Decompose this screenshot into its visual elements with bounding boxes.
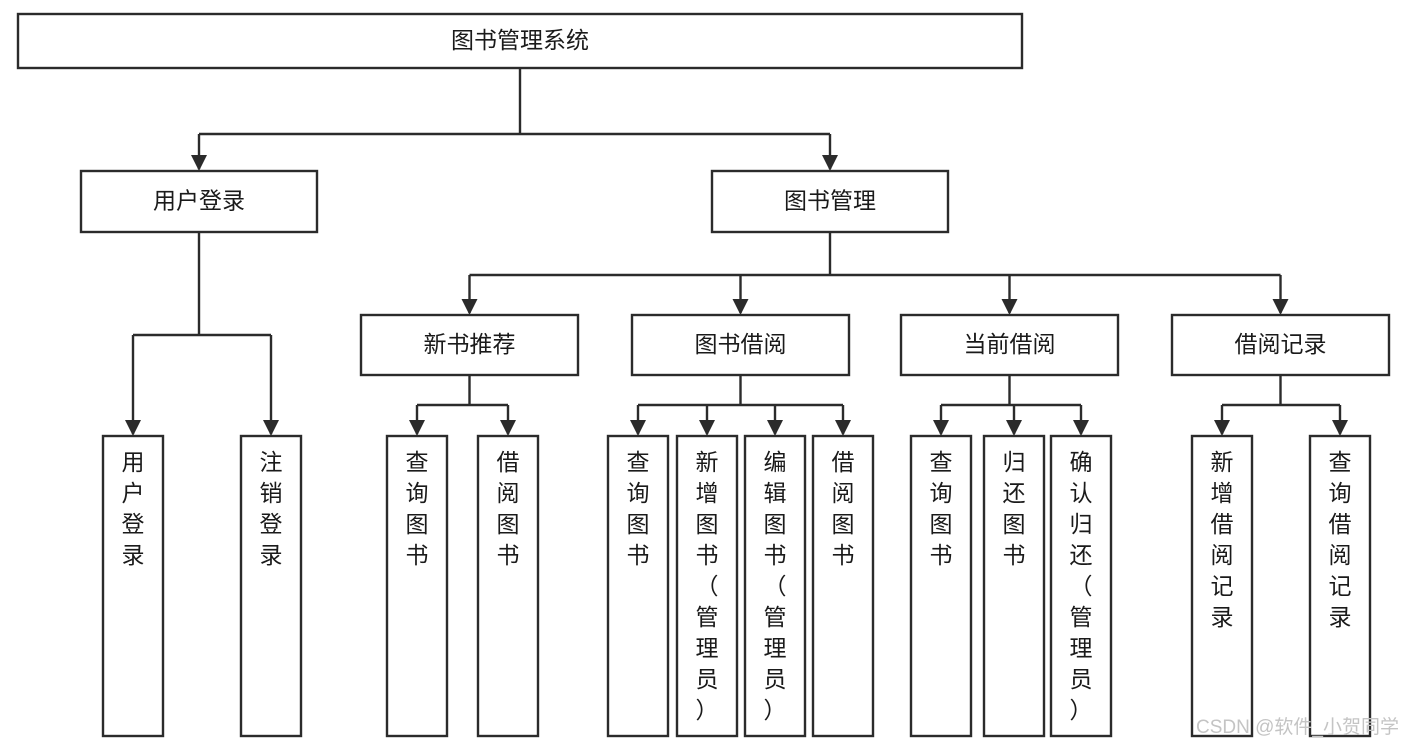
node-label-leaf-edit-book: 编辑图书（管理员）: [764, 449, 787, 723]
edge-book-manage-arrow-2: [1001, 299, 1018, 315]
node-leaf-user-logout[interactable]: 注销登录: [239, 434, 303, 738]
node-label-leaf-user-login: 用户登录: [122, 449, 145, 568]
edge-root-arrow-1: [822, 155, 838, 171]
node-label-new-book-recommend: 新书推荐: [424, 331, 516, 357]
node-book-borrow[interactable]: 图书借阅: [630, 313, 851, 377]
node-leaf-add-book[interactable]: 新增图书（管理员）: [675, 434, 739, 738]
node-leaf-query-book-3[interactable]: 查询图书: [909, 434, 973, 738]
node-borrow-record[interactable]: 借阅记录: [1170, 313, 1391, 377]
edge-root-arrow-0: [191, 155, 207, 171]
edge-book-borrow-arrow-0: [630, 420, 646, 436]
node-box-book-borrow: [630, 313, 851, 377]
node-box-user-login: [79, 169, 319, 234]
edge-current-borrow-arrow-2: [1073, 420, 1089, 436]
node-label-leaf-add-record: 新增借阅记录: [1211, 449, 1234, 630]
node-box-leaf-query-book-1: [385, 434, 449, 738]
node-label-leaf-confirm-return: 确认归还（管理员）: [1070, 449, 1093, 723]
node-box-leaf-query-record: [1308, 434, 1372, 738]
node-label-leaf-borrow-book-2: 借阅图书: [832, 449, 855, 568]
node-box-leaf-borrow-book-1: [476, 434, 540, 738]
node-box-leaf-add-book: [675, 434, 739, 738]
node-book-manage[interactable]: 图书管理: [710, 169, 950, 234]
csdn-watermark: CSDN @软件_小贺同学: [1196, 716, 1399, 738]
node-label-current-borrow: 当前借阅: [964, 331, 1056, 357]
node-leaf-query-book-2[interactable]: 查询图书: [606, 434, 670, 738]
edge-current-borrow-arrow-1: [1006, 420, 1022, 436]
edge-user-login-arrow-1: [263, 420, 279, 436]
node-leaf-user-login[interactable]: 用户登录: [101, 434, 165, 738]
node-leaf-edit-book[interactable]: 编辑图书（管理员）: [743, 434, 807, 738]
edge-book-borrow-arrow-1: [699, 420, 715, 436]
node-leaf-return-book[interactable]: 归还图书: [982, 434, 1046, 738]
node-box-leaf-query-book-3: [909, 434, 973, 738]
node-label-book-manage: 图书管理: [784, 188, 876, 214]
node-box-current-borrow: [899, 313, 1120, 377]
edge-book-borrow-arrow-3: [835, 420, 851, 436]
node-box-leaf-confirm-return: [1049, 434, 1113, 738]
node-box-leaf-user-login: [101, 434, 165, 738]
node-box-leaf-edit-book: [743, 434, 807, 738]
nodes-layer: 图书管理系统用户登录图书管理新书推荐图书借阅当前借阅借阅记录用户登录注销登录查询…: [16, 12, 1391, 738]
node-leaf-add-record[interactable]: 新增借阅记录: [1190, 434, 1254, 738]
node-label-user-login: 用户登录: [153, 188, 245, 214]
node-label-leaf-add-book: 新增图书（管理员）: [696, 449, 719, 723]
node-label-leaf-return-book: 归还图书: [1003, 449, 1026, 568]
node-box-leaf-borrow-book-2: [811, 434, 875, 738]
node-leaf-query-record[interactable]: 查询借阅记录: [1308, 434, 1372, 738]
node-box-leaf-return-book: [982, 434, 1046, 738]
edge-borrow-record-arrow-0: [1214, 420, 1230, 436]
node-label-borrow-record: 借阅记录: [1235, 331, 1327, 357]
node-leaf-query-book-1[interactable]: 查询图书: [385, 434, 449, 738]
node-new-book-recommend[interactable]: 新书推荐: [359, 313, 580, 377]
edge-new-book-recommend-arrow-0: [409, 420, 425, 436]
node-label-leaf-query-record: 查询借阅记录: [1329, 449, 1352, 630]
edge-book-manage-arrow-3: [1272, 299, 1289, 315]
node-label-leaf-borrow-book-1: 借阅图书: [497, 449, 520, 568]
edge-borrow-record-arrow-1: [1332, 420, 1348, 436]
node-label-leaf-query-book-1: 查询图书: [406, 449, 429, 568]
node-label-book-borrow: 图书借阅: [695, 331, 787, 357]
node-leaf-borrow-book-2[interactable]: 借阅图书: [811, 434, 875, 738]
node-box-borrow-record: [1170, 313, 1391, 377]
edge-current-borrow-arrow-0: [933, 420, 949, 436]
node-label-leaf-query-book-3: 查询图书: [930, 449, 953, 568]
edge-book-manage-arrow-0: [461, 299, 478, 315]
node-label-root: 图书管理系统: [451, 27, 589, 53]
edge-new-book-recommend-arrow-1: [500, 420, 516, 436]
edge-book-manage-arrow-1: [732, 299, 749, 315]
node-root[interactable]: 图书管理系统: [16, 12, 1024, 70]
connectors-layer: [125, 68, 1348, 436]
node-box-leaf-query-book-2: [606, 434, 670, 738]
node-box-book-manage: [710, 169, 950, 234]
node-box-leaf-user-logout: [239, 434, 303, 738]
node-leaf-confirm-return[interactable]: 确认归还（管理员）: [1049, 434, 1113, 738]
edge-book-borrow-arrow-2: [767, 420, 783, 436]
node-box-new-book-recommend: [359, 313, 580, 377]
node-label-leaf-user-logout: 注销登录: [260, 449, 283, 568]
node-user-login[interactable]: 用户登录: [79, 169, 319, 234]
node-label-leaf-query-book-2: 查询图书: [627, 449, 650, 568]
edge-user-login-arrow-0: [125, 420, 141, 436]
node-current-borrow[interactable]: 当前借阅: [899, 313, 1120, 377]
node-box-root: [16, 12, 1024, 70]
node-leaf-borrow-book-1[interactable]: 借阅图书: [476, 434, 540, 738]
node-box-leaf-add-record: [1190, 434, 1254, 738]
